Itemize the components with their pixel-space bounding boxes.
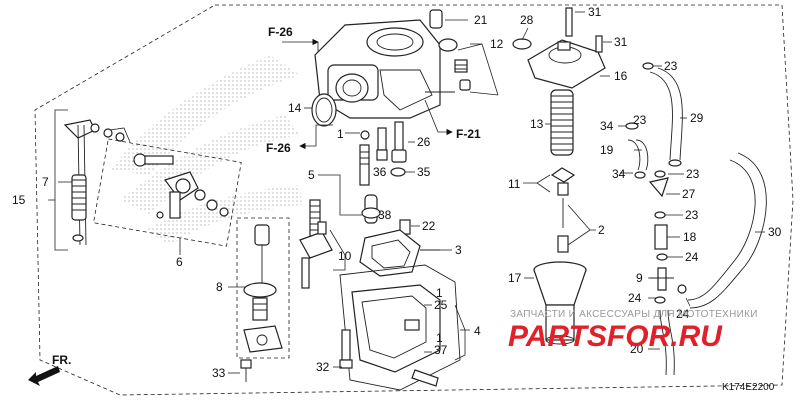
reference-code: K174E2200 — [722, 382, 775, 393]
callout-1b: 1 — [436, 286, 443, 300]
callout-5: 5 — [308, 168, 315, 182]
carburetor-body — [314, 19, 455, 119]
callout-31a: 31 — [588, 5, 602, 19]
hose-30 — [687, 152, 767, 309]
callout-12: 12 — [490, 37, 504, 51]
watermark-brand: PARTSFOR.RU — [508, 320, 723, 353]
pilot-jet-assembly — [299, 199, 333, 289]
air-screw-set — [429, 9, 471, 91]
hose-29 — [649, 67, 683, 167]
vacuum-piston — [533, 261, 587, 345]
section-ref-f26-top: F-26 — [268, 25, 293, 39]
callout-34b: 34 — [612, 167, 626, 181]
choke-link-assembly — [63, 119, 125, 246]
callout-1c: 1 — [436, 331, 443, 345]
callout-25: 25 — [434, 298, 448, 312]
callout-24c: 24 — [676, 307, 690, 321]
callout-22: 22 — [422, 219, 436, 233]
callout-31b: 31 — [614, 35, 628, 49]
front-direction-arrow-icon — [28, 366, 60, 386]
float-chamber-cover — [359, 229, 440, 277]
callout-29: 29 — [690, 111, 704, 125]
small-hose-parts — [625, 122, 687, 376]
callout-18: 18 — [683, 230, 697, 244]
callout-30: 30 — [768, 225, 782, 239]
callout-37: 37 — [434, 343, 448, 357]
callout-10: 10 — [338, 249, 352, 263]
callout-38: 38 — [378, 208, 392, 222]
callout-24b: 24 — [628, 291, 642, 305]
callout-11: 11 — [508, 177, 521, 191]
callout-14: 14 — [288, 101, 302, 115]
callout-27: 27 — [682, 187, 696, 201]
section-ref-f21: F-21 — [456, 127, 481, 141]
diaphragm-cover — [512, 7, 606, 89]
drain-screw — [339, 329, 353, 369]
callout-4: 4 — [474, 324, 481, 338]
callout-24a: 24 — [685, 250, 699, 264]
callout-7: 7 — [42, 175, 49, 189]
callout-21: 21 — [474, 13, 488, 27]
callout-8: 8 — [216, 280, 223, 294]
callout-23c: 23 — [685, 208, 699, 222]
callout-2: 2 — [598, 223, 605, 237]
callout-28: 28 — [520, 13, 534, 27]
callout-9: 9 — [636, 271, 643, 285]
diagram-frame — [34, 4, 794, 396]
front-label: FR. — [52, 353, 71, 367]
needle-jet-parts — [359, 121, 411, 235]
vacuum-spring — [550, 89, 574, 156]
callout-26: 26 — [417, 135, 431, 149]
watermark-caption: ЗАПЧАСТИ И АКСЕССУАРЫ ДЛЯ МОТОТЕХНИКИ — [510, 309, 758, 320]
callout-23b: 23 — [686, 167, 700, 181]
callout-23d: 23 — [633, 113, 647, 127]
callout-23a: 23 — [664, 59, 678, 73]
callout-32: 32 — [316, 360, 330, 374]
callout-6: 6 — [176, 255, 183, 269]
float-bowl — [339, 264, 461, 391]
callout-36: 36 — [373, 165, 387, 179]
callout-16: 16 — [614, 69, 628, 83]
float-valve-assembly — [236, 217, 290, 359]
throttle-drum-assembly — [93, 138, 242, 247]
callout-3: 3 — [455, 243, 462, 257]
callout-35: 35 — [417, 165, 431, 179]
section-ref-f26-left: F-26 — [266, 141, 291, 155]
callout-19: 19 — [600, 143, 614, 157]
callout-20: 20 — [630, 342, 644, 356]
callout-15: 15 — [12, 193, 26, 207]
callout-1a: 1 — [337, 127, 344, 141]
callout-33: 33 — [212, 366, 226, 380]
callout-34a: 34 — [600, 119, 614, 133]
callout-13: 13 — [530, 117, 544, 131]
callout-17: 17 — [508, 271, 522, 285]
needle-set — [550, 167, 576, 253]
